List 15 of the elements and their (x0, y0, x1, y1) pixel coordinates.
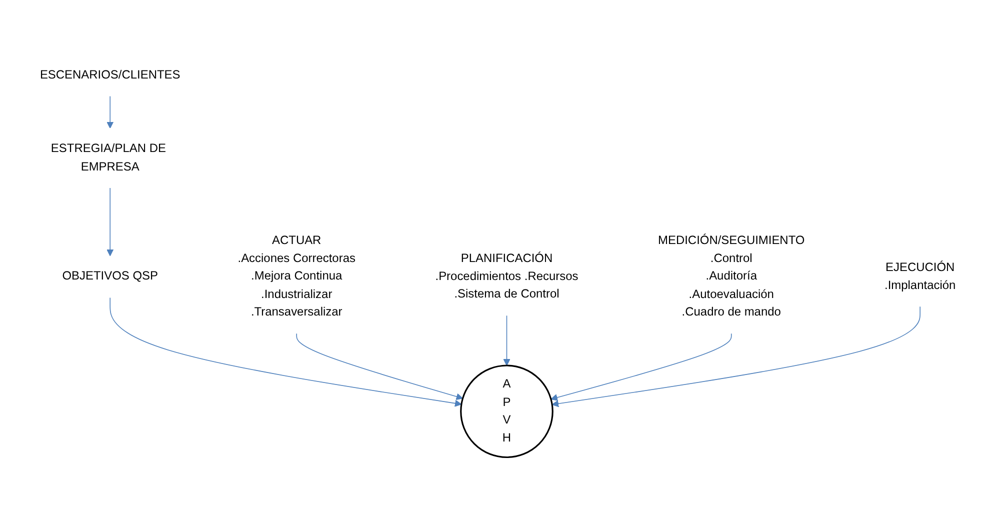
arrow (550, 333, 732, 402)
arrow (106, 188, 114, 256)
node-text: PLANIFICACIÓN .Procedimientos .Recursos .Sistema de Control (435, 252, 578, 302)
node-text: ESTREGIA/PLAN DE EMPRESA (50, 142, 166, 174)
arrow (110, 297, 462, 407)
arrow (106, 96, 114, 129)
arrow (503, 315, 510, 366)
node-text: EJECUCIÓN .Implantación (884, 260, 956, 292)
node-text: ESCENARIOS/CLIENTES (40, 68, 180, 82)
arrow (296, 333, 464, 400)
node-circle: A P V H (460, 364, 554, 458)
node-text: ACTUAR .Acciones Correctoras .Mejora Continua .Industrializar .Transaversalizar (238, 234, 356, 320)
node-text: OBJETIVOS QSP (62, 270, 158, 284)
arrow (552, 306, 920, 408)
node-text: MEDICIÓN/SEGUIMIENTO .Control .Auditoría .Autoevaluación .Cuadro de mando (658, 234, 805, 320)
